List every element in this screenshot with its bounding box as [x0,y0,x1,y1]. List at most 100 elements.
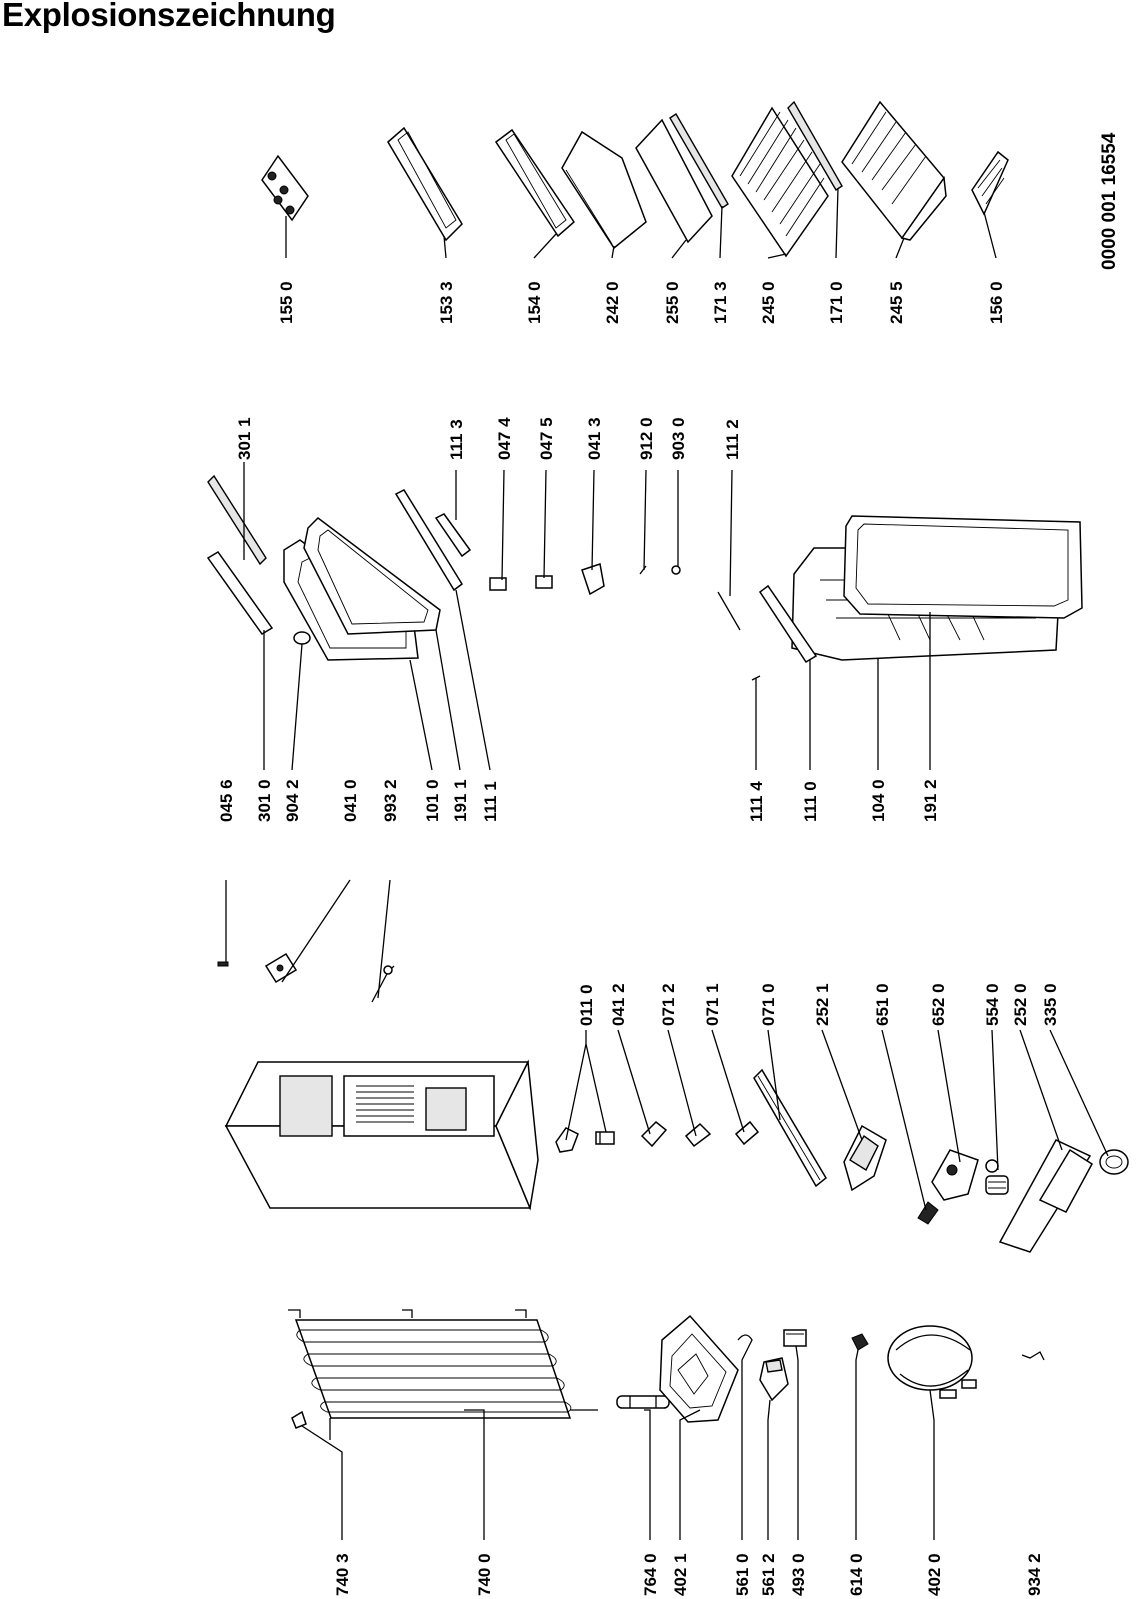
label-041-2: 041 2 [609,983,628,1026]
part-9120 [639,565,647,575]
label-153-3: 153 3 [437,281,456,324]
hinge-0110-part [555,1127,579,1153]
hinge-9042-part [293,631,311,645]
handle-3011-part [207,474,267,566]
label-104-0: 104 0 [869,779,888,822]
part-labels: 740 3 740 0 764 0 402 1 561 0 561 2 493 … [217,132,1120,1596]
knob-6510-part [917,1201,939,1225]
label-111-4: 111 4 [747,781,766,822]
label-047-5: 047 5 [537,417,556,460]
label-255-0: 255 0 [663,281,682,324]
pin-0456-part [217,961,229,967]
evaporator-tray-part [659,1314,739,1423]
page-title: Explosionszeichnung [2,0,336,33]
label-154-0: 154 0 [525,281,544,324]
wire-shelf-2455-part [841,100,947,241]
ice-tray-1560-part [971,150,1009,216]
label-493-0: 493 0 [789,1553,808,1596]
label-904-2: 904 2 [283,779,302,822]
strip-1710-part [787,100,843,191]
drier-filter-part [616,1395,670,1409]
label-071-0: 071 0 [759,983,778,1026]
fridge-gasket-1912-part [843,515,1083,619]
label-402-0: 402 0 [925,1553,944,1596]
thermostat-housing-2521-part [843,1124,887,1192]
grommet-6140-part [851,1333,869,1351]
egg-tray-1550-part [261,154,309,222]
cover-5612-part [759,1357,789,1402]
label-554-0: 554 0 [983,983,1002,1026]
label-912-0: 912 0 [637,417,656,460]
door-strip-1110-part [758,584,818,664]
label-245-0: 245 0 [759,281,778,324]
part-9030 [671,565,681,575]
label-047-4: 047 4 [495,417,514,460]
label-111-2: 111 2 [723,419,742,460]
label-903-0: 903 0 [669,417,688,460]
hinge-0410-part [264,952,298,984]
thermostat-6520-part [931,1149,979,1201]
lamp-5540-part [985,1159,1009,1195]
label-652-0: 652 0 [929,983,948,1026]
label-071-2: 071 2 [659,983,678,1026]
label-252-0: 252 0 [1011,983,1030,1026]
thermostat-housing-2520-part [998,1139,1093,1253]
label-111-3: 111 3 [447,419,466,460]
label-041-0: 041 0 [341,779,360,822]
label-561-2: 561 2 [759,1553,778,1596]
label-041-3: 041 3 [585,417,604,460]
label-252-1: 252 1 [813,983,832,1026]
part-0413 [581,563,605,596]
label-171-0: 171 0 [827,281,846,324]
cover-strip-0710-part [753,1068,827,1188]
label-335-0: 335 0 [1041,983,1060,1026]
clip-5610-part [737,1334,753,1349]
door-shelf-1540-part [494,128,575,238]
label-301-0: 301 0 [255,779,274,822]
hinge-pin-0110-part [595,1131,615,1145]
label-301-1: 301 1 [235,417,254,460]
label-561-0: 561 0 [733,1553,752,1596]
cable-9932-part [371,965,395,1003]
label-111-1: 111 1 [481,781,500,822]
label-651-0: 651 0 [873,983,892,1026]
label-071-1: 071 1 [703,983,722,1026]
label-402-1: 402 1 [671,1553,690,1596]
glass-shelf-2550-part [635,118,713,244]
label-156-0: 156 0 [987,281,1006,324]
label-191-2: 191 2 [921,779,940,822]
label-101-0: 101 0 [423,779,442,822]
label-614-0: 614 0 [847,1553,866,1596]
clip-7403-part [291,1410,307,1429]
hinge-0711-part [734,1120,760,1146]
label-171-3: 171 3 [711,281,730,324]
label-011-0: 011 0 [577,984,596,1026]
label-155-0: 155 0 [277,281,296,324]
document-number: 0000 001 16554 [1099,132,1120,270]
relay-4930-part [783,1329,807,1347]
hinge-1113-part [434,513,472,558]
label-191-1: 191 1 [451,779,470,822]
hinge-0412-part [640,1120,668,1148]
hinge-0712-part [684,1122,712,1148]
wire-shelf-2450-part [731,106,829,258]
door-shelf-1533-part [387,126,463,242]
label-242-0: 242 0 [603,281,622,324]
strip-1713-part [669,113,729,209]
condenser-coil-part [288,1309,598,1440]
label-045-6: 045 6 [217,779,236,822]
door-strip-1111-part [394,489,463,592]
compressor-part [887,1325,977,1399]
part-1112 [717,591,741,631]
label-764-0: 764 0 [641,1553,660,1596]
label-993-2: 993 2 [381,779,400,822]
label-740-0: 740 0 [475,1553,494,1596]
label-245-5: 245 5 [887,281,906,324]
cabinet-part [224,1059,539,1211]
label-740-3: 740 3 [333,1553,352,1596]
knob-3350-part [1099,1149,1129,1175]
part-0474 [489,577,507,591]
wire-9342-part [1021,1351,1045,1361]
label-934-2: 934 2 [1025,1553,1044,1596]
